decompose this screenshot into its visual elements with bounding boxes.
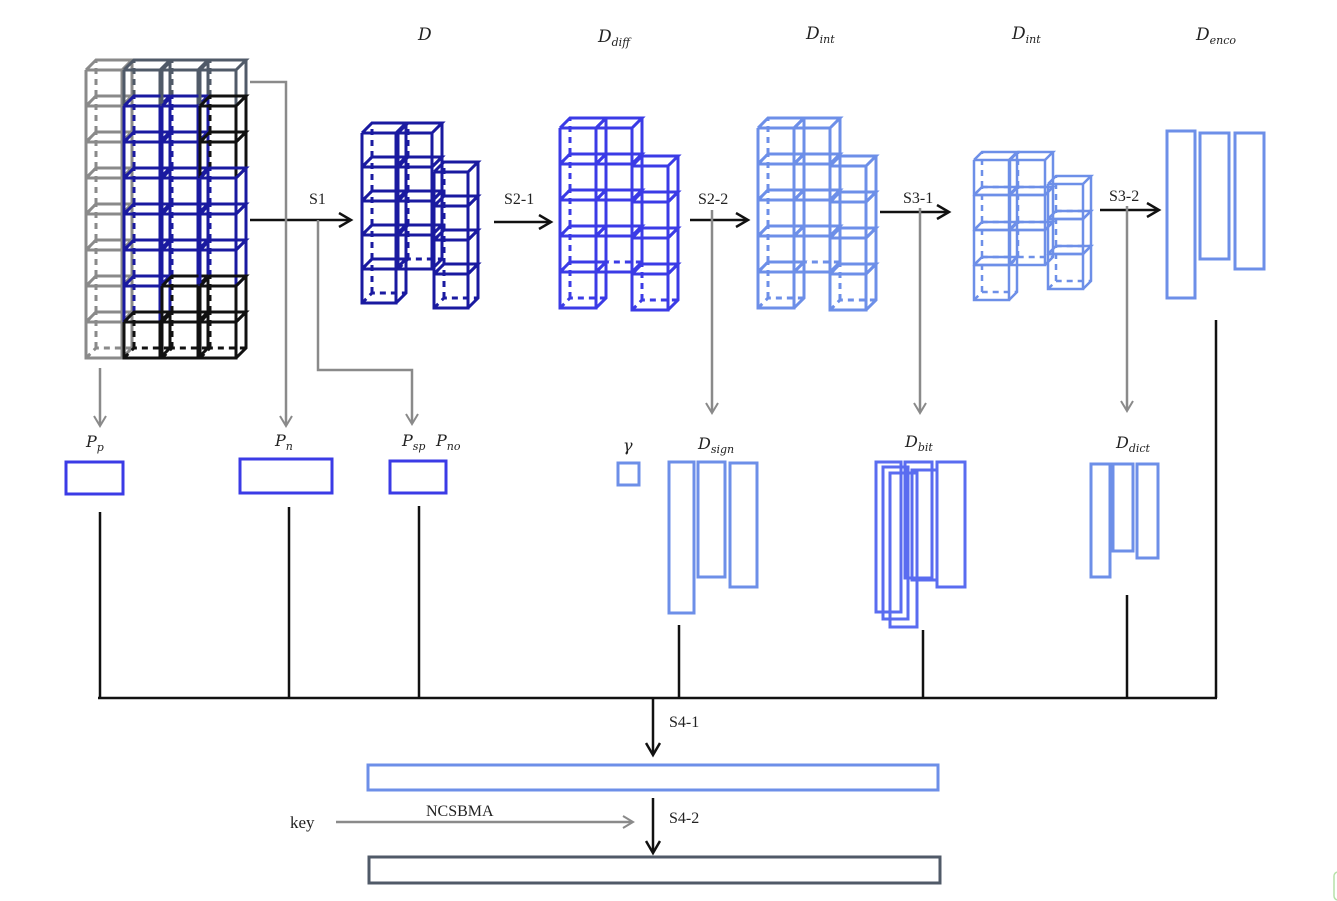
corner-mark bbox=[1333, 871, 1337, 901]
label-d-int-2: Dint bbox=[1011, 24, 1041, 46]
d-bit-bars bbox=[874, 460, 967, 629]
d-enco-bars bbox=[1165, 129, 1266, 300]
pn-box bbox=[238, 457, 334, 495]
pp-box bbox=[64, 460, 125, 496]
label-gamma: γ bbox=[623, 436, 633, 455]
cube bbox=[432, 262, 482, 310]
label-s2-2: S2-2 bbox=[698, 191, 728, 208]
d-int-cube-stack-1 bbox=[756, 116, 880, 312]
label-d-diff: Ddiff bbox=[597, 27, 632, 49]
encrypted-output-bar bbox=[367, 855, 942, 885]
gamma-box bbox=[616, 461, 641, 487]
arrow-to-psp bbox=[316, 220, 419, 426]
label-s1: S1 bbox=[309, 191, 326, 208]
cube bbox=[972, 255, 1021, 302]
label-pp: Pp bbox=[85, 432, 104, 454]
side-output-arrows bbox=[93, 80, 1134, 428]
label-s4-2: S4-2 bbox=[669, 810, 699, 827]
d-int-cube-stack-2 bbox=[972, 150, 1095, 302]
combined-stream-bar bbox=[366, 763, 940, 792]
cube bbox=[630, 262, 682, 312]
label-s4-1: S4-1 bbox=[669, 714, 699, 731]
label-d-int-1: Dint bbox=[805, 24, 835, 46]
label-s3-2: S3-2 bbox=[1109, 188, 1139, 205]
d-sign-bars bbox=[667, 460, 759, 615]
output-boxes bbox=[64, 457, 1160, 629]
label-s2-1: S2-1 bbox=[504, 191, 534, 208]
cube bbox=[1046, 244, 1095, 291]
label-psp: Psp bbox=[401, 431, 425, 453]
cube bbox=[198, 310, 250, 360]
d-cube-stack bbox=[360, 121, 482, 310]
main-flow-arrows bbox=[250, 210, 1158, 222]
psp-box bbox=[388, 459, 448, 495]
label-d-dict: Ddict bbox=[1115, 433, 1151, 455]
source-data-cube-stack bbox=[84, 58, 250, 360]
arrow-to-pn bbox=[250, 80, 293, 428]
label-d-enco: Denco bbox=[1195, 25, 1236, 47]
cube bbox=[756, 260, 808, 310]
label-ncsbma: NCSBMA bbox=[426, 803, 494, 820]
d-dict-bars bbox=[1089, 462, 1160, 579]
label-d-sign: Dsign bbox=[697, 434, 734, 456]
label-key: key bbox=[290, 813, 315, 832]
label-d: D bbox=[417, 25, 432, 45]
cube bbox=[828, 262, 880, 312]
label-d-bit: Dbit bbox=[904, 432, 933, 454]
collector-lines bbox=[98, 320, 1218, 852]
label-s3-1: S3-1 bbox=[903, 190, 933, 207]
label-pno: Pno bbox=[435, 431, 461, 453]
d-diff-cube-stack bbox=[558, 116, 682, 312]
label-pn: Pn bbox=[274, 431, 293, 453]
cube bbox=[558, 260, 610, 310]
